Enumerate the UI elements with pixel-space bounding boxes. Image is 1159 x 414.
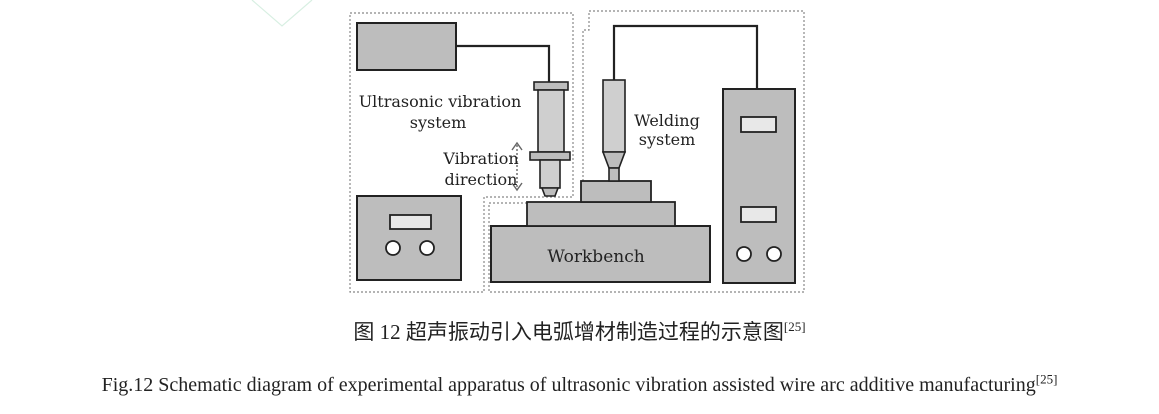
welding-system-boundary bbox=[488, 10, 805, 293]
figure-caption-chinese: 图 12 超声振动引入电弧增材制造过程的示意图[25] bbox=[0, 316, 1159, 346]
welding-torch bbox=[601, 79, 627, 182]
ultrasonic-system-label: system bbox=[410, 113, 467, 132]
caption-text: Fig.12 Schematic diagram of experimental… bbox=[101, 374, 1036, 396]
ultrasonic-system-label: Ultrasonic vibration bbox=[359, 92, 522, 111]
background-decoration bbox=[251, 0, 313, 27]
welding-power-source bbox=[722, 88, 796, 284]
deposited-layer bbox=[580, 180, 652, 203]
vibration-direction-label: direction bbox=[445, 170, 518, 189]
power-source-display bbox=[740, 116, 777, 133]
ultrasonic-generator bbox=[356, 22, 457, 71]
ultrasonic-controller bbox=[356, 195, 462, 281]
welding-cable bbox=[612, 24, 759, 89]
vibration-direction-arrow bbox=[511, 141, 523, 192]
ultrasonic-horn bbox=[529, 81, 571, 197]
ultrasonic-cable bbox=[456, 44, 551, 82]
citation-ref: [25] bbox=[1035, 371, 1058, 387]
power-source-knob bbox=[766, 246, 782, 262]
substrate-plate bbox=[526, 201, 676, 227]
power-source-knob bbox=[736, 246, 752, 262]
power-source-display bbox=[740, 206, 777, 223]
workbench bbox=[490, 225, 711, 283]
workbench-label: Workbench bbox=[547, 247, 644, 267]
controller-knob bbox=[385, 240, 401, 256]
controller-display bbox=[389, 214, 432, 230]
citation-ref: [25] bbox=[783, 319, 806, 334]
caption-text: 图 12 超声振动引入电弧增材制造过程的示意图 bbox=[353, 320, 784, 344]
vibration-direction-label: Vibration bbox=[442, 149, 518, 168]
controller-knob bbox=[419, 240, 435, 256]
ultrasonic-system-boundary bbox=[349, 12, 574, 293]
welding-system-label: Welding bbox=[634, 111, 700, 130]
apparatus-diagram: Ultrasonic vibration system Vibration di… bbox=[251, 0, 805, 293]
welding-system-label: system bbox=[639, 130, 696, 149]
figure-caption-english: Fig.12 Schematic diagram of experimental… bbox=[0, 371, 1159, 397]
